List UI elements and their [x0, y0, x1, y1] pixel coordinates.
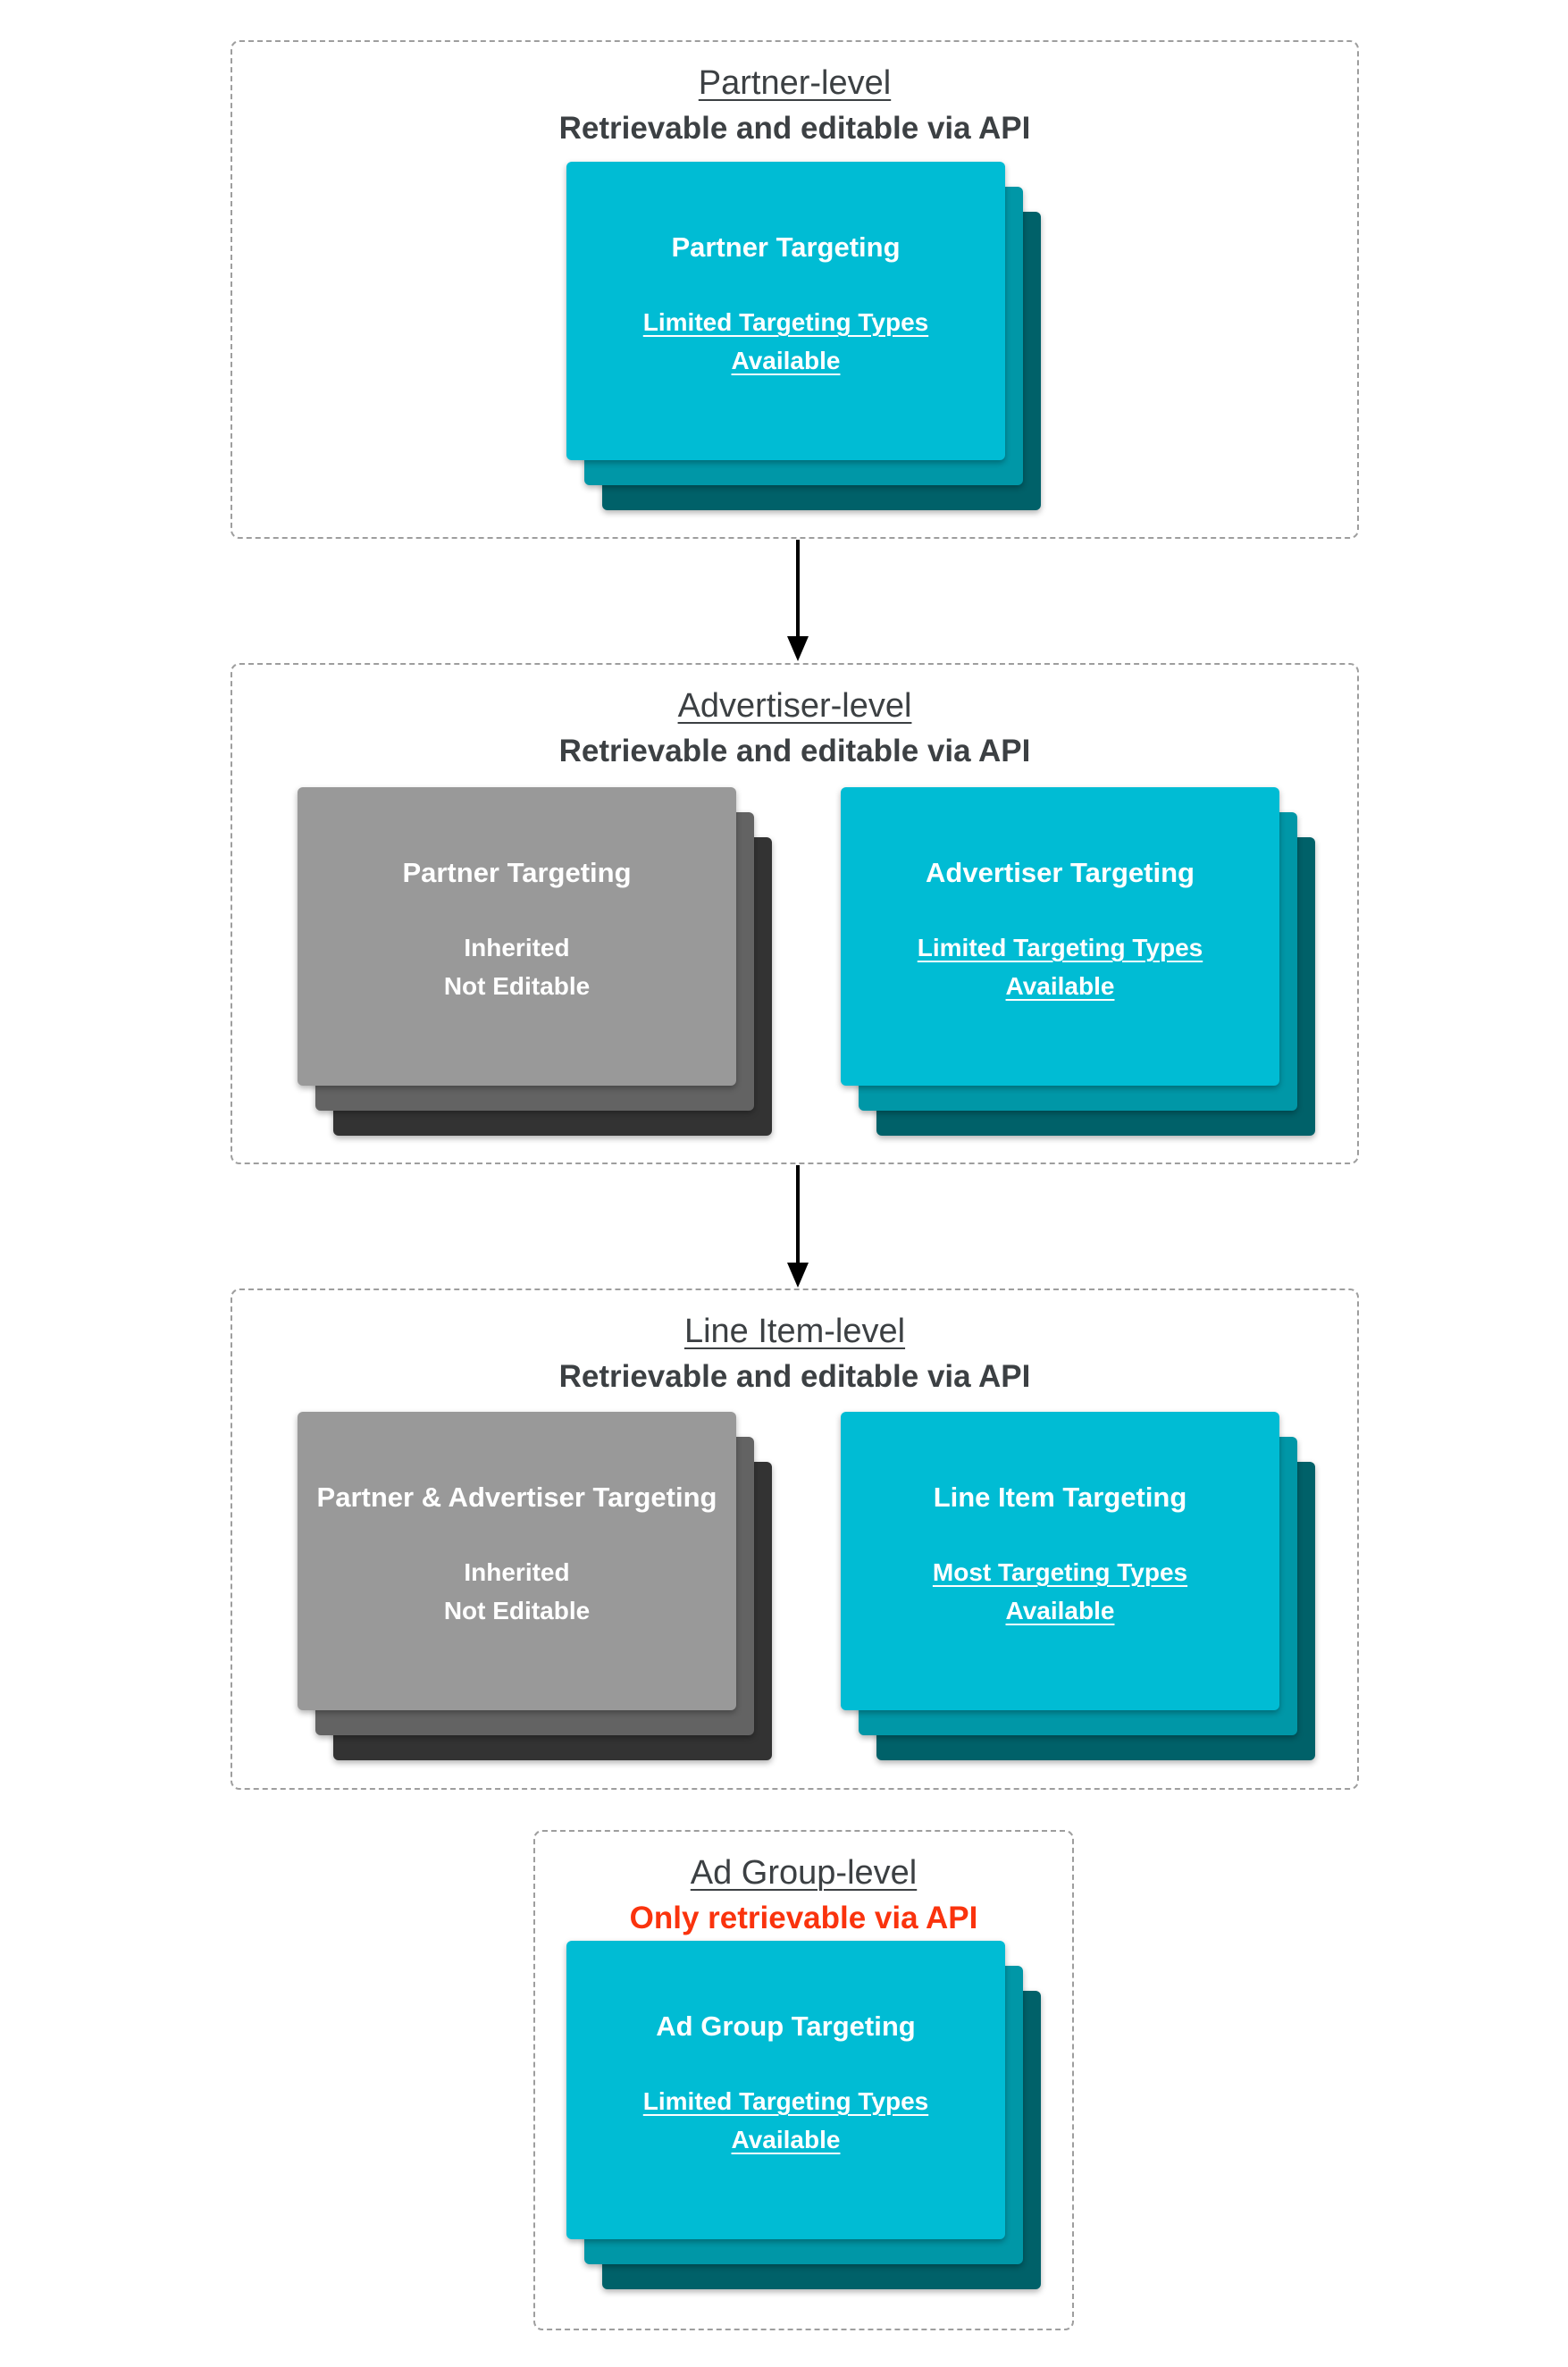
card-front-layer: Ad Group Targeting Limited Targeting Typ…: [566, 1941, 1005, 2239]
card-subtext-line: Available: [731, 347, 841, 375]
card-subtext-line: Not Editable: [443, 1597, 591, 1625]
card-subtext-line: Not Editable: [443, 972, 591, 1001]
card-subtext-line: Limited Targeting Types: [642, 2087, 929, 2115]
card-subtext: Limited Targeting Types Available: [643, 303, 928, 381]
card-subtext-line: Limited Targeting Types: [642, 308, 929, 336]
card-content: Partner & Advertiser Targeting Inherited…: [298, 1412, 736, 1710]
card-stack-advertiser-targeting: Advertiser Targeting Limited Targeting T…: [841, 787, 1315, 1136]
arrow-head: [787, 1263, 809, 1288]
section-subtitle: Retrievable and editable via API: [558, 111, 1031, 147]
section-line-item-level: Line Item-level Retrievable and editable…: [231, 1288, 1359, 1790]
card-stack-line-item-targeting: Line Item Targeting Most Targeting Types…: [841, 1412, 1315, 1760]
card-content: Partner Targeting Inherited Not Editable: [298, 787, 736, 1086]
card-title: Ad Group Targeting: [656, 2010, 916, 2042]
card-subtext-line: Available: [731, 2126, 841, 2154]
card-title: Partner Targeting: [671, 231, 901, 263]
card-subtext: Inherited Not Editable: [444, 1553, 590, 1631]
section-header: Advertiser-level Retrievable and editabl…: [232, 665, 1357, 771]
card-content: Ad Group Targeting Limited Targeting Typ…: [566, 1941, 1005, 2239]
card-stack-ad-group-targeting: Ad Group Targeting Limited Targeting Typ…: [566, 1941, 1041, 2289]
card-subtext-line: Available: [1005, 1597, 1115, 1625]
card-subtext-line: Most Targeting Types: [932, 1558, 1188, 1586]
flow-arrow-down: [787, 1165, 809, 1288]
arrow-shaft: [796, 540, 800, 638]
section-subtitle: Retrievable and editable via API: [558, 1359, 1031, 1395]
card-stack-inherited-partner-advertiser-targeting: Partner & Advertiser Targeting Inherited…: [298, 1412, 772, 1760]
card-content: Partner Targeting Limited Targeting Type…: [566, 162, 1005, 460]
card-title: Line Item Targeting: [933, 1481, 1187, 1513]
flow-arrow-down: [787, 540, 809, 661]
section-ad-group-level: Ad Group-level Only retrievable via API …: [533, 1830, 1074, 2330]
arrow-head: [787, 636, 809, 661]
card-title: Advertiser Targeting: [926, 856, 1195, 888]
section-subtitle: Retrievable and editable via API: [558, 734, 1031, 769]
section-header: Ad Group-level Only retrievable via API: [535, 1832, 1072, 1938]
card-subtext: Inherited Not Editable: [444, 928, 590, 1006]
section-subtitle: Only retrievable via API: [629, 1901, 978, 1936]
card-subtext-line: Limited Targeting Types: [917, 934, 1203, 961]
card-content: Advertiser Targeting Limited Targeting T…: [841, 787, 1279, 1086]
card-title: Partner Targeting: [402, 856, 632, 888]
card-front-layer: Partner Targeting Inherited Not Editable: [298, 787, 736, 1086]
card-subtext: Most Targeting Types Available: [933, 1553, 1187, 1631]
card-content: Line Item Targeting Most Targeting Types…: [841, 1412, 1279, 1710]
section-title: Advertiser-level: [677, 687, 912, 725]
section-title: Partner-level: [698, 64, 892, 102]
card-front-layer: Partner Targeting Limited Targeting Type…: [566, 162, 1005, 460]
section-header: Partner-level Retrievable and editable v…: [232, 42, 1357, 148]
section-advertiser-level: Advertiser-level Retrievable and editabl…: [231, 663, 1359, 1164]
card-front-layer: Partner & Advertiser Targeting Inherited…: [298, 1412, 736, 1710]
arrow-shaft: [796, 1165, 800, 1264]
card-subtext: Limited Targeting Types Available: [643, 2082, 928, 2160]
card-subtext: Limited Targeting Types Available: [918, 928, 1203, 1006]
card-stack-partner-targeting: Partner Targeting Limited Targeting Type…: [566, 162, 1041, 510]
card-front-layer: Advertiser Targeting Limited Targeting T…: [841, 787, 1279, 1086]
section-title: Line Item-level: [683, 1313, 906, 1350]
section-header: Line Item-level Retrievable and editable…: [232, 1290, 1357, 1397]
card-subtext-line: Available: [1005, 972, 1115, 1001]
section-title: Ad Group-level: [690, 1854, 918, 1892]
section-partner-level: Partner-level Retrievable and editable v…: [231, 40, 1359, 539]
card-subtext-line: Inherited: [464, 934, 570, 961]
card-front-layer: Line Item Targeting Most Targeting Types…: [841, 1412, 1279, 1710]
card-subtext-line: Inherited: [464, 1558, 570, 1586]
card-title: Partner & Advertiser Targeting: [316, 1481, 717, 1513]
card-stack-inherited-partner-targeting: Partner Targeting Inherited Not Editable: [298, 787, 772, 1136]
